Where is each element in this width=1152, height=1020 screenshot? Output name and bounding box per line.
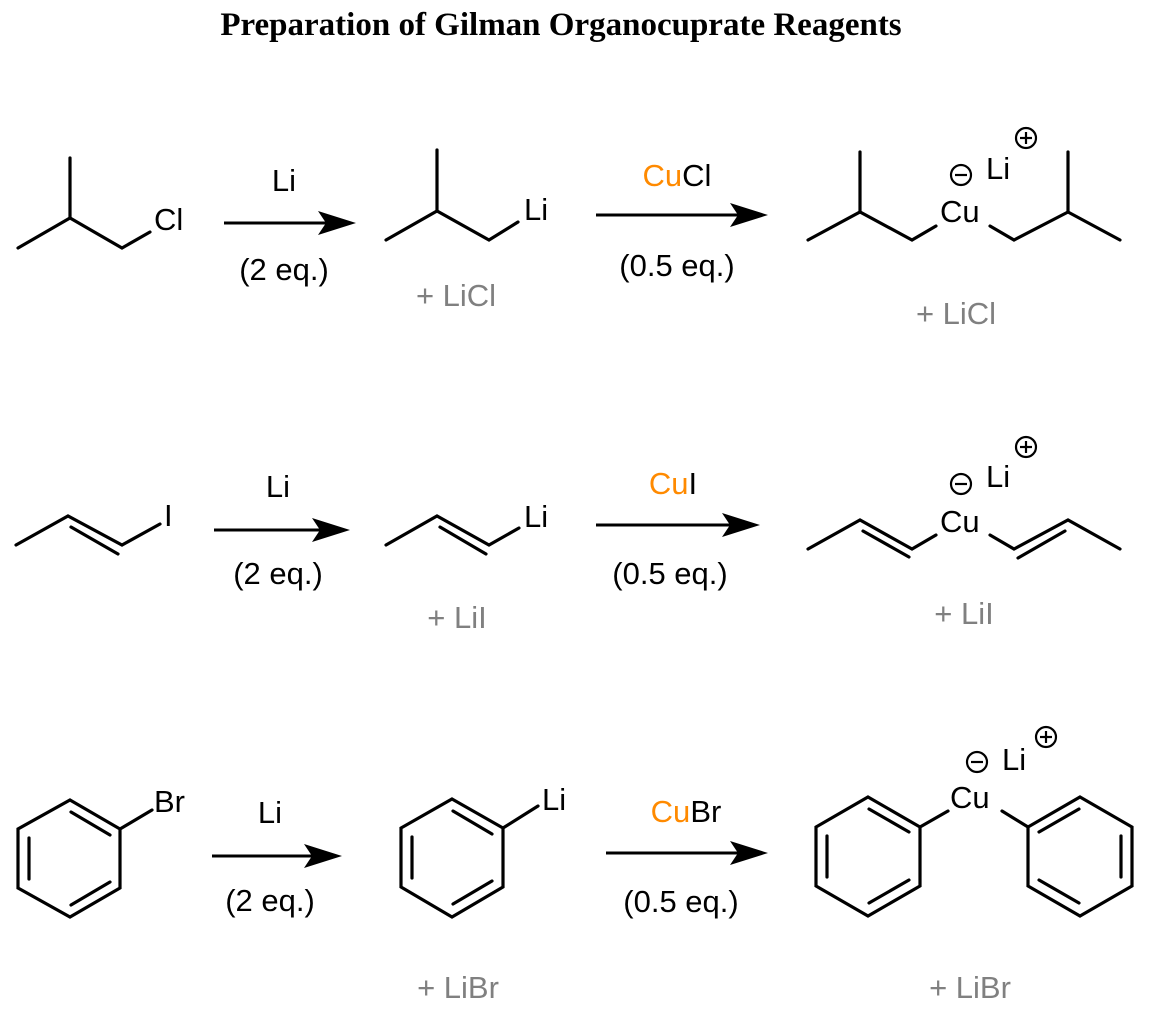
page-title: Preparation of Gilman Organocuprate Reag… [220,7,901,43]
byproduct-2: + LiI [934,596,993,631]
propenyl-chain [384,514,521,547]
left-propenyl-chain [806,518,938,551]
reaction-2-arrow-2: CuI (0.5 eq.) [596,466,760,591]
halogen-label: I [164,498,173,533]
benzene-ring [399,797,505,919]
byproduct-1: + LiCl [416,278,496,313]
arrow-head [730,841,768,865]
reaction-1-arrow-1: Li (2 eq.) [224,163,356,287]
lithium-label: Li [524,499,548,534]
step-1-equiv: (2 eq.) [225,883,315,918]
ring-double-bond [451,809,494,836]
c-br-bond [118,808,154,831]
step-1-equiv: (2 eq.) [233,556,323,591]
ring-double-bond [1037,807,1081,834]
reagent-halide: Br [690,794,721,829]
step-2-equiv: (0.5 eq.) [612,556,727,591]
ring-double-bond [867,878,911,905]
reagent-metal: Cu [651,794,691,829]
reagent-metal: Cu [649,466,689,501]
counterion-label: Li [986,151,1010,186]
step-1-equiv: (2 eq.) [239,252,329,287]
reaction-3-arrow-1: Li (2 eq.) [212,795,342,918]
lithium-label: Li [524,192,548,227]
ring-double-bond [1037,878,1081,905]
reagent-halide: I [689,466,698,501]
reaction-3-starting-material: Br [16,784,185,919]
arrow-head [730,203,768,227]
byproduct-2: + LiCl [916,296,996,331]
byproduct-1: + LiI [427,600,486,635]
reaction-2-product: Cu Li + LiI [806,435,1122,631]
reagent-metal: Cu [643,158,683,193]
counterion-label: Li [1002,742,1026,777]
right-isobutyl-chain [988,210,1122,242]
left-double-bond-inner [861,529,911,559]
arrow-head [722,513,760,537]
left-isobutyl-chain [806,210,938,242]
reaction-1-starting-material: Cl [16,156,183,250]
minus-charge-icon [949,472,973,496]
step-2-reagent: CuBr [651,794,722,829]
plus-charge-icon [1034,725,1058,749]
isobutyl-chain [384,209,520,242]
reaction-2-intermediate: Li + LiI [384,499,548,635]
benzene-ring [16,798,122,919]
halogen-label: Br [154,784,185,819]
c-cu-bond-right [1000,809,1030,829]
halogen-label: Cl [154,202,183,237]
copper-label: Cu [940,194,980,229]
counterion-label: Li [986,459,1010,494]
step-1-reagent: Li [266,469,290,504]
reaction-3-intermediate: Li + LiBr [399,782,566,1005]
ring-double-bond [69,880,112,907]
isobutyl-chain [16,216,152,250]
reaction-1-intermediate: Li + LiCl [384,148,548,313]
lithium-label: Li [542,782,566,817]
reaction-3: Br Li (2 eq.) Li + LiBr CuBr (0.5 eq.) [16,725,1134,1005]
step-1-reagent: Li [258,795,282,830]
right-propenyl-chain [988,518,1122,551]
step-2-equiv: (0.5 eq.) [623,884,738,919]
arrow-head [304,844,342,868]
ring-double-bond [451,879,494,906]
step-2-equiv: (0.5 eq.) [619,248,734,283]
reagent-halide: Cl [682,158,711,193]
double-bond-inner [438,525,488,556]
copper-label: Cu [950,780,990,815]
reaction-3-product: Cu Li + LiBr [814,725,1134,1005]
reaction-1-product: Cu Li + LiCl [806,126,1122,331]
reaction-2: I Li (2 eq.) Li + LiI CuI (0.5 eq.) [14,435,1122,635]
ring-double-bond [867,807,911,834]
step-2-reagent: CuCl [643,158,712,193]
reaction-3-arrow-2: CuBr (0.5 eq.) [606,794,768,919]
reaction-2-starting-material: I [14,498,173,556]
reaction-1: Cl Li (2 eq.) Li + LiCl CuCl (0.5 eq.) [16,126,1122,331]
c-li-bond [501,804,540,830]
right-double-bond-inner [1016,529,1067,560]
ring-double-bond [69,810,112,837]
step-2-reagent: CuI [649,466,697,501]
copper-label: Cu [940,504,980,539]
c-cu-bond-left [918,809,950,829]
byproduct-1: + LiBr [417,970,499,1005]
plus-charge-icon [1014,126,1038,150]
minus-charge-icon [965,750,989,774]
step-1-reagent: Li [272,163,296,198]
right-benzene-ring [1026,795,1134,918]
minus-charge-icon [949,163,973,187]
double-bond-inner [69,525,120,556]
reaction-2-arrow-1: Li (2 eq.) [214,469,350,591]
plus-charge-icon [1014,435,1038,459]
byproduct-2: + LiBr [929,970,1011,1005]
left-benzene-ring [814,795,922,918]
propenyl-chain [14,514,162,547]
arrow-head [312,518,350,542]
arrow-head [318,211,356,235]
reaction-1-arrow-2: CuCl (0.5 eq.) [596,158,768,283]
